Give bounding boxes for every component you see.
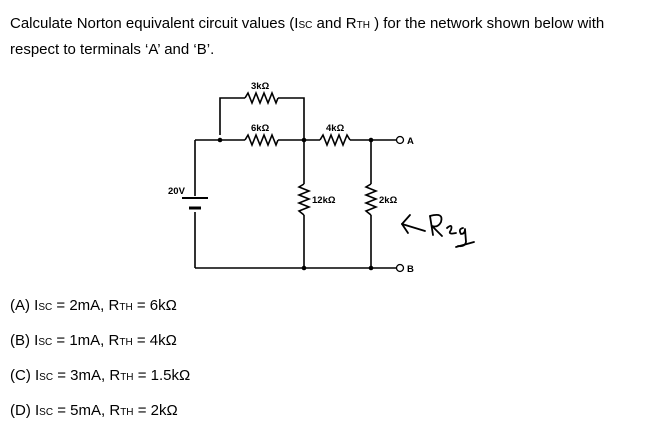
label-6k: 6kΩ <box>251 123 270 134</box>
question-line1-a: Calculate Norton equivalent circuit valu… <box>10 15 299 32</box>
resistor-12k <box>296 183 312 216</box>
label-source: 20V <box>168 186 186 197</box>
resistor-4k <box>319 132 351 148</box>
junction-dots <box>217 137 374 271</box>
question-sub-sc: SC <box>298 20 313 31</box>
resistor-6k <box>244 132 279 148</box>
terminal-a-node <box>395 135 405 145</box>
label-terminal-b: B <box>407 264 414 275</box>
junction-dot-bottom-right <box>368 265 374 271</box>
question-line1-c: ) for the network shown below with <box>369 15 605 32</box>
handwritten-req-annotation <box>401 213 475 248</box>
label-terminal-a: A <box>407 136 414 147</box>
option-b: (B) ISC = 1mA, RTH = 4kΩ <box>10 332 177 349</box>
option-c: (C) ISC = 3mA, RTH = 1.5kΩ <box>10 367 191 384</box>
question-line1-b: and R <box>312 15 357 32</box>
option-a: (A) ISC = 2mA, RTH = 6kΩ <box>10 297 177 314</box>
junction-dot-top-middle <box>301 137 307 143</box>
terminal-b-node <box>395 263 405 273</box>
question-text: Calculate Norton equivalent circuit valu… <box>10 12 640 62</box>
junction-dot-bottom-middle <box>301 265 307 271</box>
resistor-2k <box>363 183 379 216</box>
voltage-source <box>182 197 208 210</box>
label-2k: 2kΩ <box>379 195 398 206</box>
junction-dot-top-right <box>368 137 374 143</box>
question-sub-th: TH <box>356 20 370 31</box>
label-12k: 12kΩ <box>312 195 336 206</box>
resistor-3k <box>244 90 279 106</box>
option-d: (D) ISC = 5mA, RTH = 2kΩ <box>10 402 178 419</box>
question-line2: respect to terminals ‘A’ and ‘B’. <box>10 41 215 58</box>
junction-dot-top-left <box>217 137 223 143</box>
label-4k: 4kΩ <box>326 123 345 134</box>
circuit-wires <box>194 97 396 269</box>
label-3k: 3kΩ <box>251 81 270 92</box>
